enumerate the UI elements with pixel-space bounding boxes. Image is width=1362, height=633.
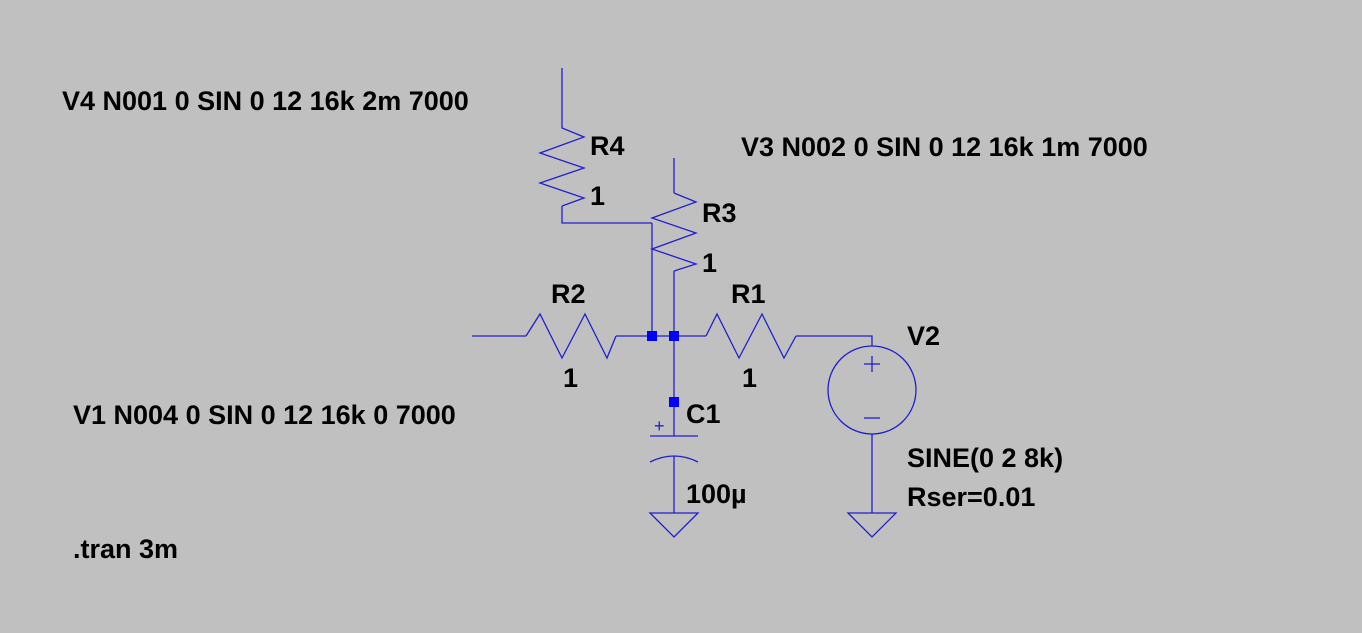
directive-tran[interactable]: .tran 3m <box>73 534 178 564</box>
ground-c1-icon <box>648 512 700 538</box>
directive-v4[interactable]: V4 N001 0 SIN 0 12 16k 2m 7000 <box>62 86 469 116</box>
r4-name[interactable]: R4 <box>590 131 625 161</box>
resistor-r1[interactable] <box>705 312 797 360</box>
r1-value[interactable]: 1 <box>742 363 757 393</box>
directive-v3[interactable]: V3 N002 0 SIN 0 12 16k 1m 7000 <box>741 132 1148 162</box>
resistor-r4[interactable] <box>537 122 587 207</box>
junction-c1 <box>669 397 679 407</box>
ground-v2-icon <box>846 512 898 538</box>
r3-value[interactable]: 1 <box>702 248 717 278</box>
capacitor-c1[interactable] <box>649 402 699 513</box>
c1-name[interactable]: C1 <box>686 399 721 429</box>
directive-v1[interactable]: V1 N004 0 SIN 0 12 16k 0 7000 <box>73 400 456 430</box>
wire-r1-to-v2[interactable] <box>796 335 873 346</box>
r4-value[interactable]: 1 <box>590 181 605 211</box>
wires <box>472 68 873 513</box>
c1-value[interactable]: 100µ <box>686 479 747 509</box>
r1-name[interactable]: R1 <box>731 279 766 309</box>
v2-name[interactable]: V2 <box>907 321 940 351</box>
wire-r4-to-r3[interactable] <box>561 206 652 224</box>
resistor-r3[interactable] <box>650 192 699 272</box>
c1-polarity-mark: + <box>654 416 665 436</box>
voltage-source-v2[interactable] <box>827 345 917 435</box>
r3-name[interactable]: R3 <box>702 198 737 228</box>
junction-left <box>647 331 657 341</box>
resistor-r2[interactable] <box>525 312 617 360</box>
r2-name[interactable]: R2 <box>551 279 586 309</box>
v2-rser[interactable]: Rser=0.01 <box>907 482 1035 512</box>
r2-value[interactable]: 1 <box>563 363 578 393</box>
junction-right <box>669 331 679 341</box>
v2-value[interactable]: SINE(0 2 8k) <box>907 443 1063 473</box>
